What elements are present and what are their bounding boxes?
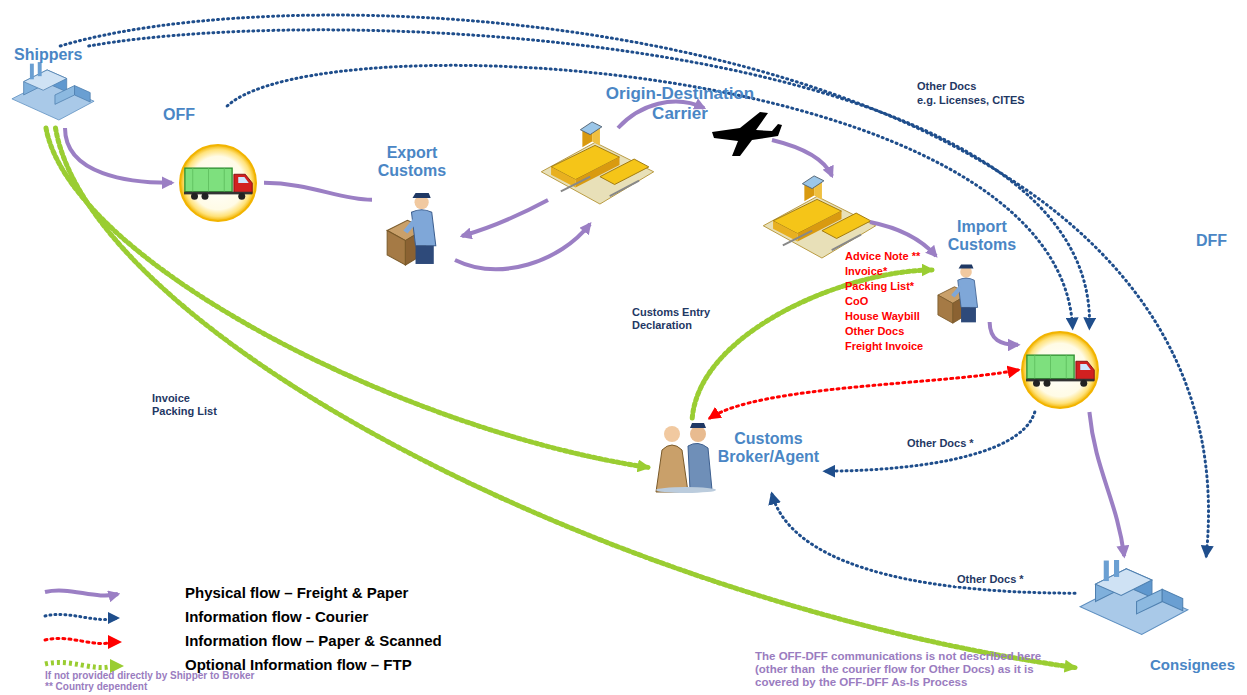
edge-label: Invoice Packing List bbox=[150, 392, 230, 417]
icon-node: OFF bbox=[172, 106, 264, 224]
note-label-wrap: Freight Invoice bbox=[845, 340, 923, 353]
note-label: CoO bbox=[845, 295, 868, 308]
note-label-wrap: Other Docs bbox=[845, 325, 904, 338]
legend-text-wrap: Optional Information flow – FTP bbox=[185, 656, 412, 673]
node-label: Consignees bbox=[1150, 656, 1235, 673]
note-label: Other Docs bbox=[845, 325, 904, 338]
icon-node: Shippers bbox=[8, 46, 103, 128]
flow-connector bbox=[60, 15, 1208, 556]
legend-text: Information flow - Courier bbox=[185, 608, 368, 625]
node-label-wrap: DFF bbox=[1196, 232, 1227, 250]
node-label-wrap: OFF bbox=[163, 106, 195, 124]
edge-label-wrap: Other Docs * bbox=[905, 437, 976, 450]
note-label-wrap: Packing List* bbox=[845, 280, 914, 293]
legend-text: Physical flow – Freight & Paper bbox=[185, 584, 408, 601]
note-label: Other Docs bbox=[915, 80, 978, 93]
note-label-wrap: CoO bbox=[845, 295, 868, 308]
legend-text: Information flow – Paper & Scanned bbox=[185, 632, 442, 649]
node-label: Origin-Destination Carrier bbox=[590, 84, 770, 123]
edge-label-wrap: Customs Entry Declaration bbox=[630, 306, 730, 331]
flow-connector bbox=[89, 30, 1090, 328]
flow-connector bbox=[772, 494, 1075, 593]
note-label: Freight Invoice bbox=[845, 340, 923, 353]
flow-connector bbox=[710, 370, 1018, 418]
icon-node: Customs Broker/Agent bbox=[648, 418, 825, 494]
edge-label: Customs Entry Declaration bbox=[630, 306, 730, 331]
node-label-wrap: Export Customs bbox=[372, 144, 452, 181]
node-label: Customs Broker/Agent bbox=[716, 430, 821, 467]
flow-connector bbox=[990, 322, 1018, 345]
node-label-wrap: Shippers bbox=[14, 46, 82, 64]
note-label-wrap: Advice Note ** bbox=[845, 250, 920, 263]
node-label-wrap: Origin-Destination Carrier bbox=[590, 84, 770, 123]
note-label: Invoice* bbox=[845, 265, 887, 278]
node-label-wrap: Consignees bbox=[1150, 656, 1235, 673]
legend-text: Optional Information flow – FTP bbox=[185, 656, 412, 673]
icon-node: Origin-Destination Carrier bbox=[585, 84, 775, 162]
edge-label-wrap: Other Docs * bbox=[955, 573, 1026, 586]
note-label-wrap: Other Docs bbox=[915, 80, 978, 93]
icon-node: DFF bbox=[1018, 328, 1102, 412]
legend-text-wrap: Information flow – Paper & Scanned bbox=[185, 632, 442, 649]
edge-label: Other Docs * bbox=[955, 573, 1026, 586]
node-label: Export Customs bbox=[372, 144, 452, 181]
flow-connector bbox=[264, 183, 372, 200]
flow-connector bbox=[1089, 412, 1124, 556]
note-label-wrap: The OFF-DFF communications is not descri… bbox=[755, 650, 1055, 690]
icon-node: Export Customs bbox=[372, 144, 456, 268]
note-label: House Waybill bbox=[845, 310, 920, 323]
icon-node: Import Customs bbox=[932, 218, 1028, 322]
node-label: Import Customs bbox=[942, 218, 1022, 255]
note-label: Packing List* bbox=[845, 280, 914, 293]
flow-connector bbox=[692, 270, 932, 418]
note-label-wrap: House Waybill bbox=[845, 310, 920, 323]
note-label: ** Country dependent bbox=[45, 681, 147, 692]
icon-node: Consignees bbox=[1075, 556, 1239, 680]
note-label-wrap: ** Country dependent bbox=[45, 681, 147, 692]
edge-label: Other Docs * bbox=[905, 437, 976, 450]
note-label: e.g. Licenses, CITES bbox=[915, 94, 1027, 107]
note-label-wrap: Invoice* bbox=[845, 265, 887, 278]
node-label: DFF bbox=[1196, 232, 1227, 250]
note-label: The OFF-DFF communications is not descri… bbox=[755, 650, 1055, 690]
node-label: Shippers bbox=[14, 46, 82, 64]
node-label: OFF bbox=[163, 106, 195, 124]
node-label-wrap: Customs Broker/Agent bbox=[716, 430, 821, 467]
legend-text-wrap: Information flow - Courier bbox=[185, 608, 368, 625]
flow-connector bbox=[825, 412, 1035, 471]
flow-connector bbox=[56, 128, 1076, 668]
flow-connector bbox=[65, 128, 172, 183]
note-label-wrap: e.g. Licenses, CITES bbox=[915, 94, 1027, 107]
node-label-wrap: Import Customs bbox=[942, 218, 1022, 255]
flow-connector bbox=[227, 65, 1072, 328]
edge-label-wrap: Invoice Packing List bbox=[150, 392, 230, 417]
legend-text-wrap: Physical flow – Freight & Paper bbox=[185, 584, 408, 601]
legend-samples bbox=[45, 590, 124, 673]
note-label: Advice Note ** bbox=[845, 250, 920, 263]
